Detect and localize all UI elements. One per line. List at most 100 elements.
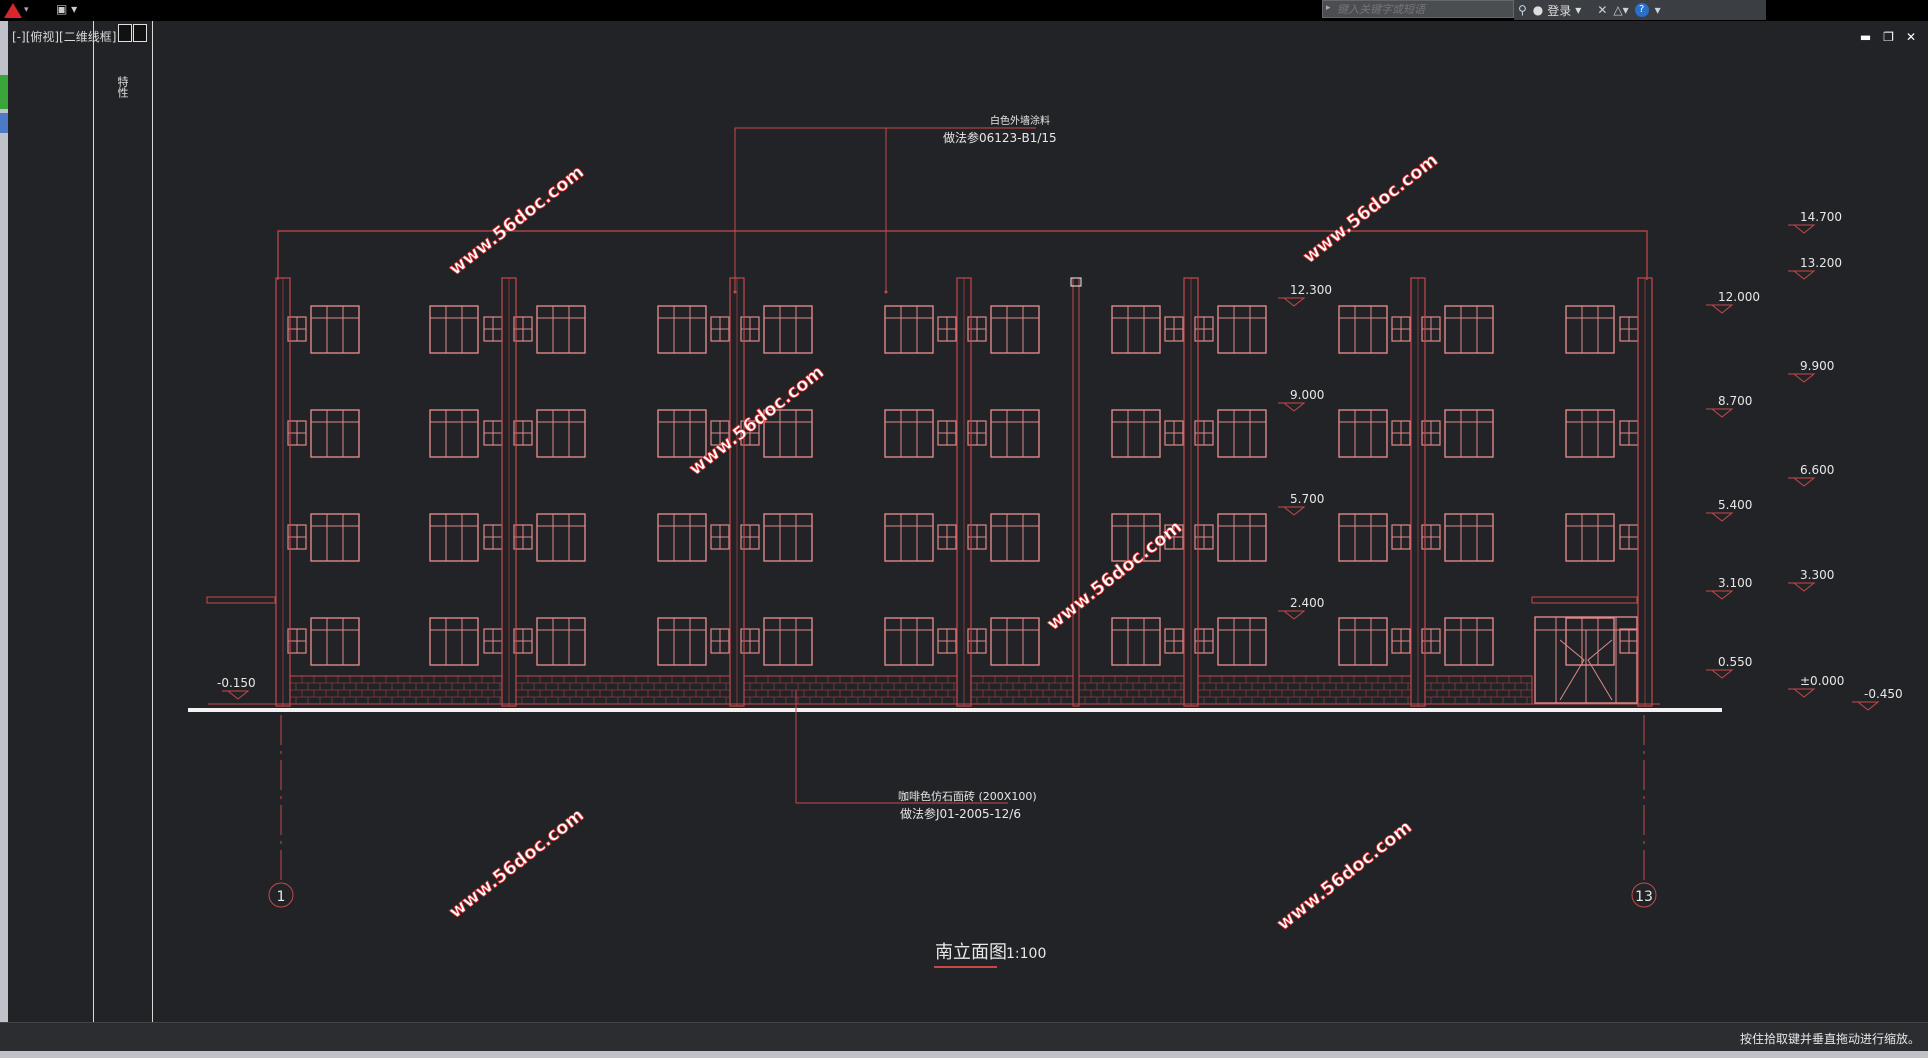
level-symbol bbox=[1706, 512, 1734, 522]
window bbox=[310, 305, 360, 354]
window bbox=[884, 513, 934, 562]
title-bar: ▾ ▣ ▾ ▸ ⚲ ● 登录 ▾ ✕ △▾ ? ▾ bbox=[0, 0, 1928, 21]
level-symbol bbox=[1788, 582, 1816, 592]
level-markers: 12.3009.0005.7002.40012.0008.7005.4003.1… bbox=[222, 210, 1903, 711]
level-symbol bbox=[1852, 701, 1880, 711]
leader-line bbox=[734, 127, 1036, 292]
level-label: 5.700 bbox=[1290, 492, 1324, 506]
level-label: 3.100 bbox=[1718, 576, 1752, 590]
level-symbol bbox=[222, 690, 250, 700]
window bbox=[1444, 513, 1494, 562]
window bbox=[1338, 305, 1388, 354]
chevron-down-icon[interactable]: ▾ bbox=[1654, 3, 1661, 17]
canopy-left bbox=[206, 596, 276, 604]
leader-dot bbox=[884, 290, 888, 294]
window bbox=[1565, 305, 1615, 354]
minimize-icon[interactable]: ▬ bbox=[1859, 30, 1872, 44]
window bbox=[1111, 513, 1161, 562]
window bbox=[657, 617, 707, 666]
level-label: 6.600 bbox=[1800, 463, 1834, 477]
window bbox=[1565, 617, 1615, 666]
level-symbol bbox=[1788, 688, 1816, 698]
door-swing bbox=[1587, 639, 1613, 701]
window bbox=[657, 305, 707, 354]
a360-icon[interactable]: △▾ bbox=[1613, 3, 1629, 17]
watermark-text: www.56doc.com bbox=[445, 162, 588, 280]
window bbox=[310, 617, 360, 666]
search-box[interactable]: ▸ bbox=[1322, 0, 1514, 18]
window bbox=[1217, 409, 1267, 458]
window bbox=[1217, 305, 1267, 354]
binoculars-icon[interactable]: ⚲ bbox=[1518, 3, 1527, 17]
level-label: 0.550 bbox=[1718, 655, 1752, 669]
drawing-title: 南立面图 bbox=[935, 942, 1007, 963]
axis-bubble bbox=[268, 882, 294, 908]
top-note-line2: 做法参06123-B1/15 bbox=[943, 130, 1057, 145]
level-label: 3.300 bbox=[1800, 568, 1834, 582]
window bbox=[1111, 305, 1161, 354]
chevron-down-icon: ▾ bbox=[1575, 3, 1582, 17]
window bbox=[1217, 617, 1267, 666]
level-symbol bbox=[1788, 270, 1816, 280]
app-menu-button[interactable]: ▾ bbox=[4, 0, 44, 20]
palette-toggle-icon[interactable] bbox=[118, 24, 152, 44]
window bbox=[884, 305, 934, 354]
quick-access-save-icon[interactable]: ▣ ▾ bbox=[56, 2, 78, 16]
left-edge-blue-marker bbox=[0, 113, 8, 133]
autocad-logo-icon bbox=[4, 2, 22, 18]
level-symbol bbox=[1706, 590, 1734, 600]
left-edge-bar bbox=[0, 21, 8, 1041]
parapet-outline bbox=[277, 230, 1648, 280]
close-icon[interactable]: ✕ bbox=[1905, 30, 1916, 44]
help-icon[interactable]: ? bbox=[1634, 3, 1649, 17]
window bbox=[429, 305, 479, 354]
properties-palette-tab[interactable]: 特性 bbox=[116, 76, 129, 98]
level-label: -0.450 bbox=[1864, 687, 1903, 701]
level-label: 9.900 bbox=[1800, 359, 1834, 373]
window bbox=[763, 513, 813, 562]
level-label: 8.700 bbox=[1718, 394, 1752, 408]
chevron-down-icon: ▾ bbox=[24, 5, 29, 15]
watermark-text: www.56doc.com bbox=[1273, 817, 1416, 935]
window bbox=[763, 409, 813, 458]
status-message: 按住拾取键并垂直拖动进行缩放。 bbox=[1739, 1032, 1920, 1046]
login-button[interactable]: ● 登录 ▾ bbox=[1533, 2, 1582, 19]
drawing-canvas[interactable]: 12.3009.0005.7002.40012.0008.7005.4003.1… bbox=[0, 0, 1928, 1020]
level-label: ±0.000 bbox=[1800, 674, 1844, 688]
window bbox=[1444, 409, 1494, 458]
window bbox=[536, 513, 586, 562]
window bbox=[1217, 513, 1267, 562]
window bbox=[763, 617, 813, 666]
axis-bubble bbox=[1631, 882, 1657, 908]
axis-label-left: 1 bbox=[277, 889, 286, 905]
window bbox=[657, 409, 707, 458]
building-elevation bbox=[188, 127, 1722, 968]
window-controls: ▬ ❐ ✕ bbox=[1860, 30, 1916, 44]
bottom-edge-bar bbox=[0, 1051, 1928, 1058]
watermark-text: www.56doc.com bbox=[1043, 517, 1186, 635]
level-label: 14.700 bbox=[1800, 210, 1842, 224]
properties-palette bbox=[93, 21, 153, 1022]
search-input[interactable] bbox=[1337, 2, 1509, 16]
exchange-icon[interactable]: ✕ bbox=[1597, 3, 1608, 17]
watermark-text: www.56doc.com bbox=[445, 805, 588, 923]
restore-icon[interactable]: ❐ bbox=[1883, 30, 1894, 44]
level-symbol bbox=[1788, 477, 1816, 487]
window bbox=[429, 513, 479, 562]
level-label: 5.400 bbox=[1718, 498, 1752, 512]
login-label: 登录 bbox=[1547, 3, 1572, 18]
window bbox=[884, 409, 934, 458]
window bbox=[429, 409, 479, 458]
axis-label-right: 13 bbox=[1635, 889, 1653, 905]
level-symbol bbox=[1706, 669, 1734, 679]
window bbox=[990, 409, 1040, 458]
drainpipe-head bbox=[1070, 277, 1082, 287]
window bbox=[1338, 409, 1388, 458]
pilaster-columns bbox=[275, 277, 1653, 707]
window bbox=[1444, 305, 1494, 354]
level-symbol bbox=[1278, 297, 1306, 307]
viewport-controls-label[interactable]: [-][俯视][二维线框] bbox=[12, 30, 117, 44]
level-symbol bbox=[1278, 402, 1306, 412]
chevron-right-icon: ▸ bbox=[1326, 3, 1331, 13]
window bbox=[1565, 513, 1615, 562]
